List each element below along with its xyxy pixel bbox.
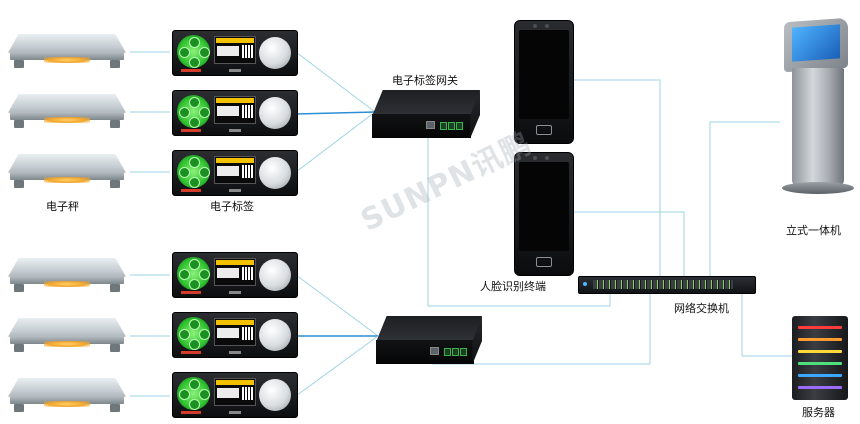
tag-1: [172, 30, 298, 76]
scale-1: [8, 30, 126, 74]
gateway-2: [376, 316, 482, 364]
wire-face1-switch: [573, 79, 661, 276]
label-kiosk: 立式一体机: [786, 224, 841, 237]
wire-gw1-switch: [427, 136, 611, 307]
wire-tag3-gw1: [295, 111, 376, 173]
wire-gw2-switch: [432, 292, 651, 365]
face-terminal-2: [514, 152, 574, 276]
wire-face2-switch: [573, 211, 685, 276]
wire-switch-kiosk: [709, 121, 780, 276]
tag-4: [172, 252, 298, 298]
network-switch: [578, 276, 756, 294]
wire-tag4-gw2: [295, 274, 379, 337]
wire-tag6-gw2: [295, 335, 379, 397]
wire-tag1-gw1: [295, 51, 376, 113]
server: [792, 316, 848, 400]
tag-6: [172, 372, 298, 418]
scale-2: [8, 90, 126, 134]
tag-2: [172, 90, 298, 136]
scale-3: [8, 150, 126, 194]
gateway-1: [372, 90, 480, 138]
tag-5: [172, 312, 298, 358]
scale-4: [8, 254, 126, 298]
scale-6: [8, 374, 126, 418]
tag-3: [172, 150, 298, 196]
label-gateway: 电子标签网关: [392, 74, 458, 87]
scale-5: [8, 314, 126, 358]
label-switch: 网络交换机: [674, 302, 729, 315]
wire-tag2-gw1: [295, 111, 376, 115]
kiosk: [774, 17, 860, 196]
label-face-terminal: 人脸识别终端: [480, 280, 546, 293]
label-scale: 电子秤: [46, 200, 79, 213]
label-server: 服务器: [802, 406, 835, 419]
wire-switch-server: [741, 292, 792, 357]
face-terminal-1: [514, 20, 574, 144]
label-tag: 电子标签: [210, 200, 254, 213]
